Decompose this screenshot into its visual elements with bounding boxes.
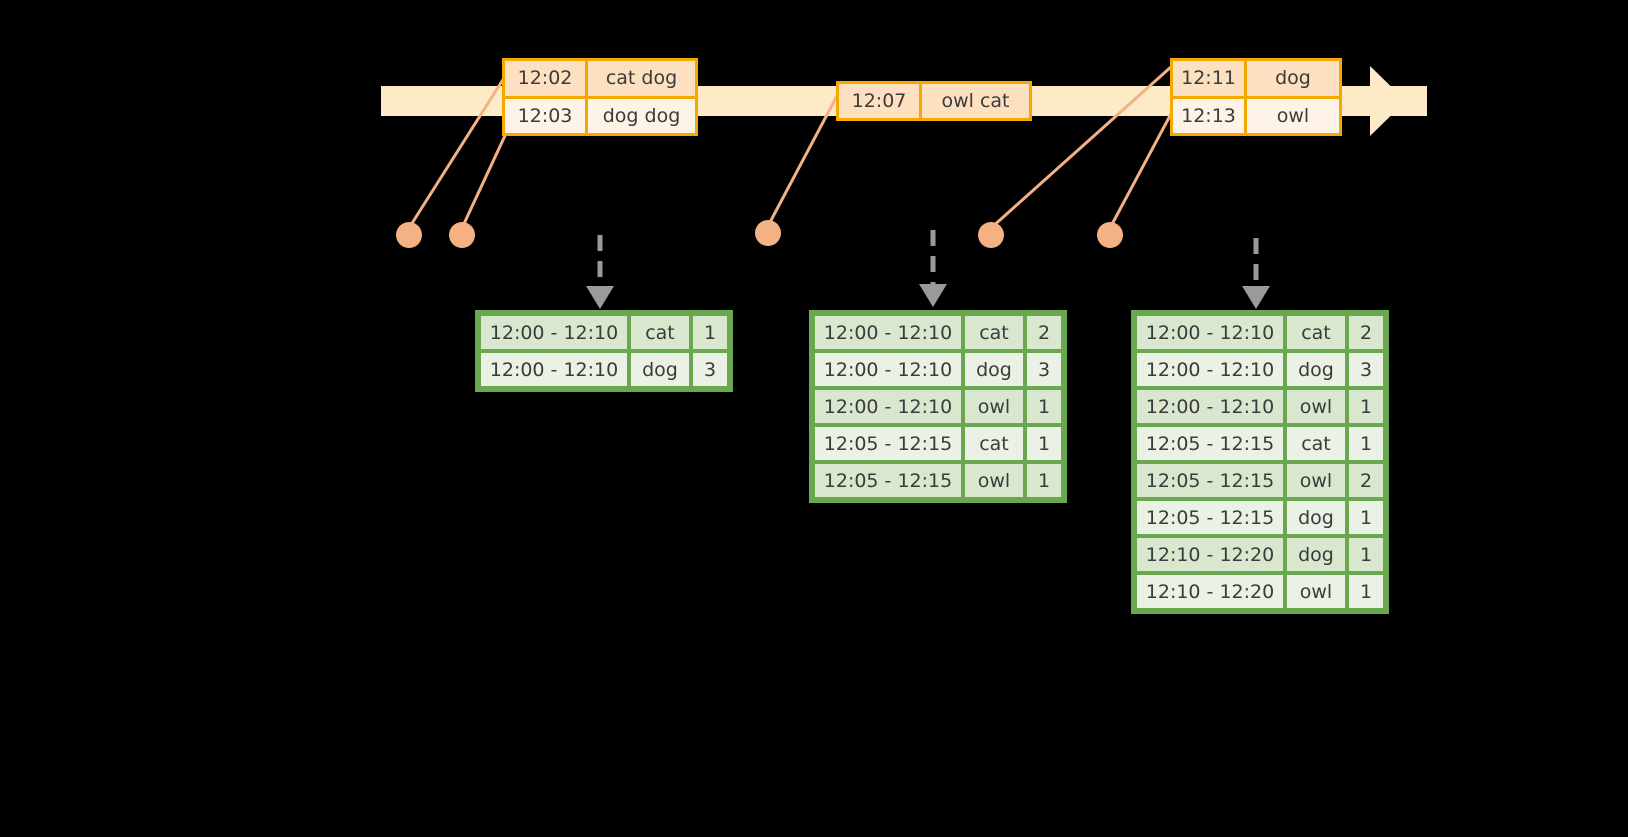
timeline-event-group-3[interactable]: 12:11 dog 12:13 owl <box>1170 58 1342 136</box>
count-cell: 1 <box>1347 499 1385 536</box>
key-cell: dog <box>1285 351 1347 388</box>
event-words: dog dog <box>602 104 681 127</box>
count-cell: 1 <box>1347 536 1385 573</box>
key-cell: dog <box>1285 536 1347 573</box>
event-words: owl <box>1276 104 1310 127</box>
event-time: 12:07 <box>839 84 922 118</box>
key-cell: dog <box>1285 499 1347 536</box>
key-cell: owl <box>963 462 1025 499</box>
count-cell: 1 <box>1025 388 1063 425</box>
event-dot-1[interactable] <box>396 222 422 248</box>
event-time: 12:02 <box>505 61 588 96</box>
event-dot-3[interactable] <box>755 220 781 246</box>
key-cell: dog <box>629 351 691 388</box>
event-words: dog <box>1275 67 1311 90</box>
window-cell: 12:05 - 12:15 <box>813 462 963 499</box>
key-cell: owl <box>1285 573 1347 610</box>
count-cell: 2 <box>1025 314 1063 351</box>
window-cell: 12:10 - 12:20 <box>1135 536 1285 573</box>
count-cell: 1 <box>1347 425 1385 462</box>
key-cell: cat <box>629 314 691 351</box>
event-time: 12:11 <box>1173 61 1247 96</box>
dashed-arrowhead-3 <box>1242 286 1270 309</box>
dashed-arrowhead-2 <box>919 284 947 307</box>
dashed-arrowheads <box>586 284 1270 309</box>
key-cell: cat <box>1285 425 1347 462</box>
count-cell: 1 <box>1347 573 1385 610</box>
count-cell: 3 <box>1347 351 1385 388</box>
window-cell: 12:00 - 12:10 <box>813 388 963 425</box>
key-cell: owl <box>1285 462 1347 499</box>
count-cell: 1 <box>1025 425 1063 462</box>
timeline-event-group-2[interactable]: 12:07 owl cat <box>836 81 1032 121</box>
window-cell: 12:00 - 12:10 <box>813 314 963 351</box>
event-time: 12:13 <box>1173 98 1247 133</box>
event-time: 12:03 <box>505 98 588 133</box>
leader-line-5 <box>1108 111 1174 229</box>
key-cell: cat <box>963 314 1025 351</box>
window-cell: 12:05 - 12:15 <box>1135 499 1285 536</box>
timeline-event-group-1[interactable]: 12:02 cat dog 12:03 dog dog <box>502 58 698 136</box>
key-cell: owl <box>1285 388 1347 425</box>
dashed-arrows <box>597 230 1259 288</box>
key-cell: owl <box>963 388 1025 425</box>
count-cell: 2 <box>1347 314 1385 351</box>
window-cell: 12:00 - 12:10 <box>813 351 963 388</box>
timeline-event-row: 12:03 dog dog <box>505 95 695 133</box>
key-cell: cat <box>963 425 1025 462</box>
count-cell: 3 <box>1025 351 1063 388</box>
timeline-event-row: 12:13 owl <box>1173 95 1339 133</box>
window-cell: 12:05 - 12:15 <box>1135 425 1285 462</box>
event-words: cat dog <box>605 67 678 90</box>
count-cell: 1 <box>691 314 729 351</box>
key-cell: cat <box>1285 314 1347 351</box>
timeline-event-row: 12:11 dog <box>1173 61 1339 96</box>
event-dot-2[interactable] <box>449 222 475 248</box>
count-cell: 3 <box>691 351 729 388</box>
window-cell: 12:00 - 12:10 <box>1135 314 1285 351</box>
window-cell: 12:00 - 12:10 <box>479 314 629 351</box>
count-cell: 1 <box>1025 462 1063 499</box>
window-cell: 12:05 - 12:15 <box>813 425 963 462</box>
dashed-arrowhead-1 <box>586 286 614 309</box>
window-cell: 12:00 - 12:10 <box>479 351 629 388</box>
window-cell: 12:00 - 12:10 <box>1135 388 1285 425</box>
window-cell: 12:10 - 12:20 <box>1135 573 1285 610</box>
event-words: owl cat <box>941 90 1010 112</box>
count-cell: 1 <box>1347 388 1385 425</box>
timeline-event-row: 12:07 owl cat <box>839 84 1029 118</box>
event-dot-5[interactable] <box>1097 222 1123 248</box>
timeline-event-row: 12:02 cat dog <box>505 61 695 96</box>
window-cell: 12:00 - 12:10 <box>1135 351 1285 388</box>
event-dot-4[interactable] <box>978 222 1004 248</box>
window-cell: 12:05 - 12:15 <box>1135 462 1285 499</box>
key-cell: dog <box>963 351 1025 388</box>
count-cell: 2 <box>1347 462 1385 499</box>
